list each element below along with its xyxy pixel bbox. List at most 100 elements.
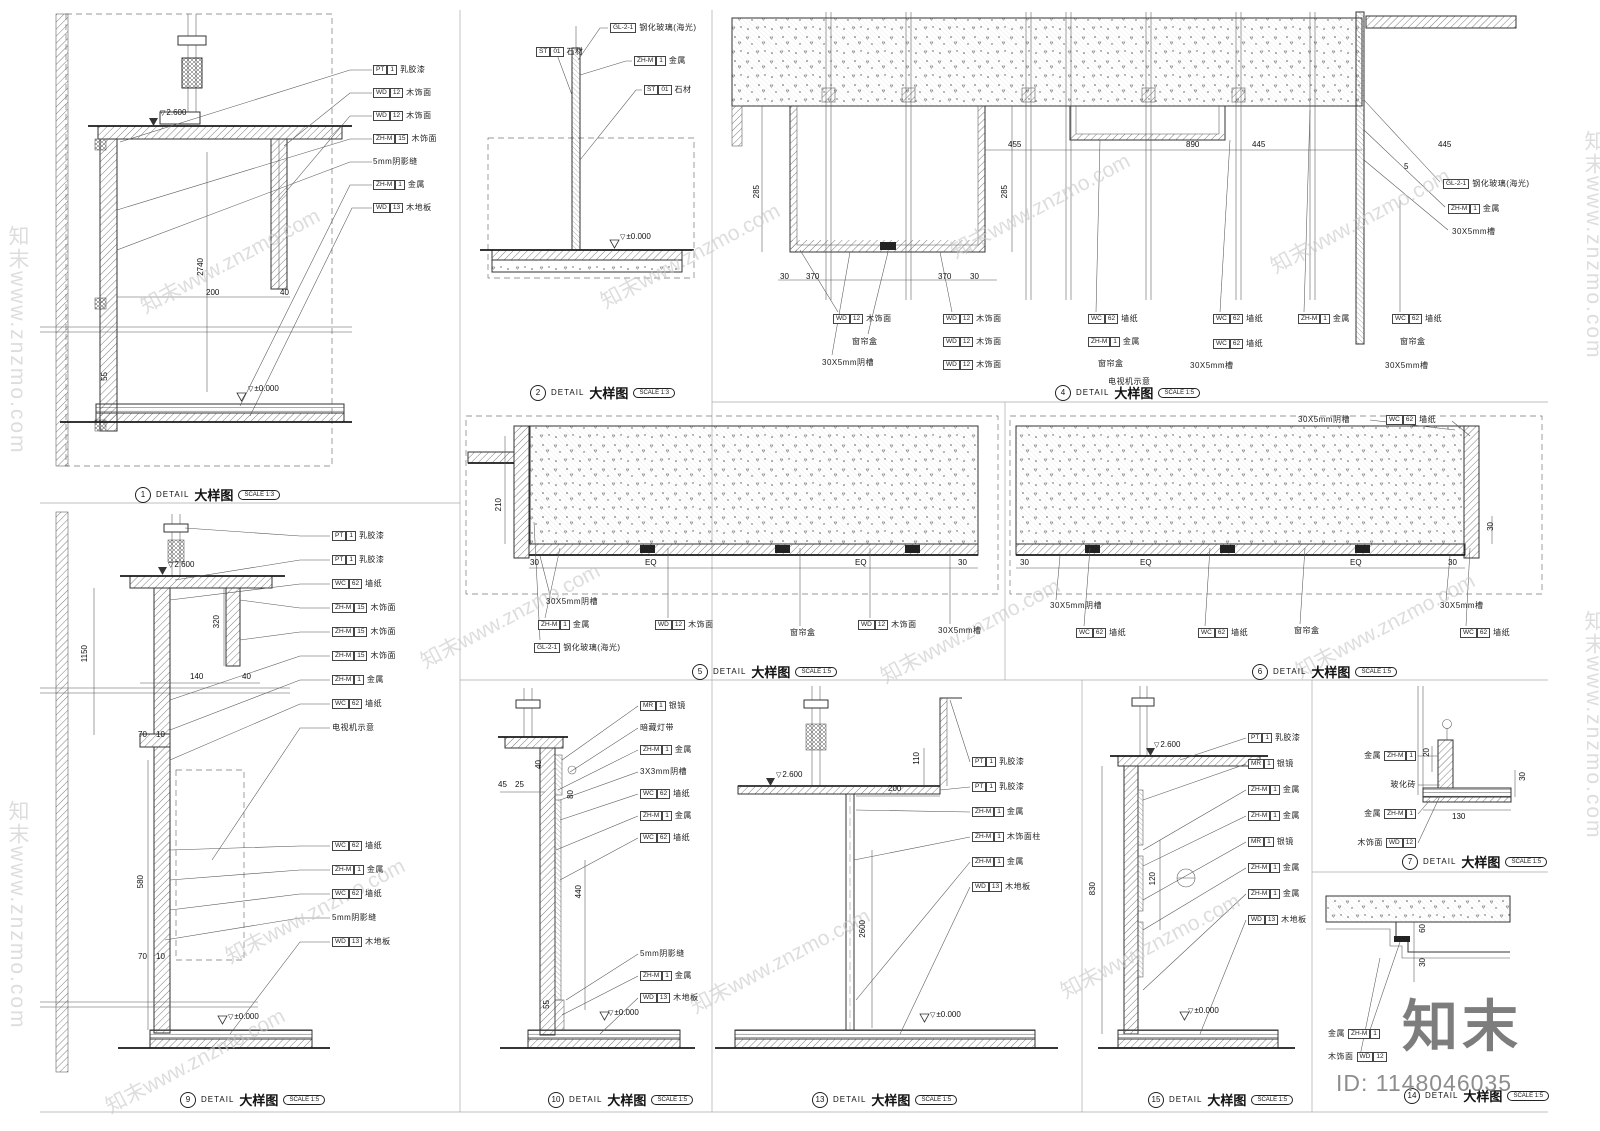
material-tag-label: 木饰面 [370, 651, 396, 660]
material-code: WD [1356, 1051, 1374, 1062]
detail-scale: SCALE 1:3 [238, 489, 281, 500]
material-tag-label: 金属 [1006, 857, 1024, 866]
detail-number-bubble: 5 [692, 663, 708, 680]
material-index: 1 [1406, 750, 1416, 761]
level-mark: ±0.000 [228, 1012, 258, 1021]
material-code: WD [1385, 837, 1403, 848]
detail-title-5: 5 DETAIL 大样图 SCALE 1:5 [692, 662, 838, 681]
znzmo-logo: 知末 [1402, 995, 1522, 1058]
material-tag: 玻化砖 [1391, 779, 1417, 790]
material-index: 12 [959, 359, 974, 370]
material-index: 1 [662, 970, 672, 981]
material-code: ZH-M [634, 55, 657, 66]
level-mark: ±0.000 [930, 1010, 960, 1019]
material-tag-label: 金属 [1328, 1029, 1345, 1038]
material-tag: 30X5mm阴槽 [1050, 600, 1102, 611]
material-tag-label: 木饰面 [406, 88, 432, 97]
dimension-label: 30 [780, 272, 789, 281]
level-mark: ±0.000 [248, 384, 278, 393]
panel1-geometry [40, 13, 372, 467]
detail-title-10: 10 DETAIL 大样图 SCALE 1:5 [548, 1090, 694, 1109]
material-code: WD [943, 359, 960, 370]
material-tag-label: 5mm阴影缝 [373, 157, 418, 166]
material-tag-label: 金属 [407, 180, 425, 189]
material-index: 1 [662, 810, 672, 821]
detail-number-bubble: 6 [1252, 663, 1268, 680]
panel15-geometry [1098, 686, 1295, 1049]
material-tag-label: 钢化玻璃(海光) [563, 643, 621, 652]
material-tag-label: 木饰面 [1328, 1052, 1354, 1061]
detail-label: DETAIL [713, 667, 747, 676]
dimension-label: 30 [1448, 558, 1457, 567]
material-index: 1 [1320, 313, 1330, 324]
watermark: 知末www.znzmo.com [946, 149, 1134, 264]
material-index: 1 [1264, 758, 1274, 769]
material-tag-label: 墙纸 [1231, 628, 1249, 637]
material-tag-label: 玻化砖 [1390, 780, 1416, 789]
material-code: ZH-M [972, 856, 995, 867]
dimension-label: 55 [100, 372, 109, 381]
material-code: PT [332, 530, 347, 541]
watermark: 知末www.znzmo.com [136, 204, 324, 319]
p4-tag: 窗帘盒 [1400, 336, 1426, 347]
material-tag-label: 金属 [1282, 811, 1300, 820]
material-code: WD [943, 336, 960, 347]
material-index: 62 [348, 888, 363, 899]
dimension-label: 2600 [858, 920, 867, 938]
p4-tag: 30X5mm阴槽 [822, 357, 874, 368]
material-tag: 30X5mm槽 [1190, 360, 1234, 371]
material-index: 62 [1092, 627, 1107, 638]
detail-label: DETAIL [1425, 1091, 1459, 1100]
material-index: 62 [1104, 313, 1119, 324]
material-tag: 窗帘盒 [790, 627, 816, 638]
dimension-label: 5 [1404, 162, 1409, 171]
material-index: 1 [1406, 808, 1416, 819]
material-tag-label: 银镜 [1276, 759, 1294, 768]
detail-label: DETAIL [1076, 388, 1110, 397]
material-tag-label: 窗帘盒 [1400, 337, 1426, 346]
panel4-geometry [731, 11, 1517, 356]
level-mark: 2.600 [160, 108, 186, 117]
dimension-label: EQ [1350, 558, 1362, 567]
dimension-label: 440 [574, 885, 583, 899]
material-tag-label: 乳胶漆 [998, 757, 1025, 766]
material-code: ZH-M [332, 602, 355, 613]
dimension-label: 30 [1518, 772, 1527, 781]
material-index: 1 [1270, 862, 1280, 873]
p6-tag: 30X5mm阴槽 [1298, 414, 1350, 425]
material-tag-label: 墙纸 [673, 789, 691, 798]
material-code: MR [640, 700, 657, 711]
material-code: ZH-M [640, 810, 663, 821]
watermark: 知末www.znzmo.com [6, 800, 29, 1030]
